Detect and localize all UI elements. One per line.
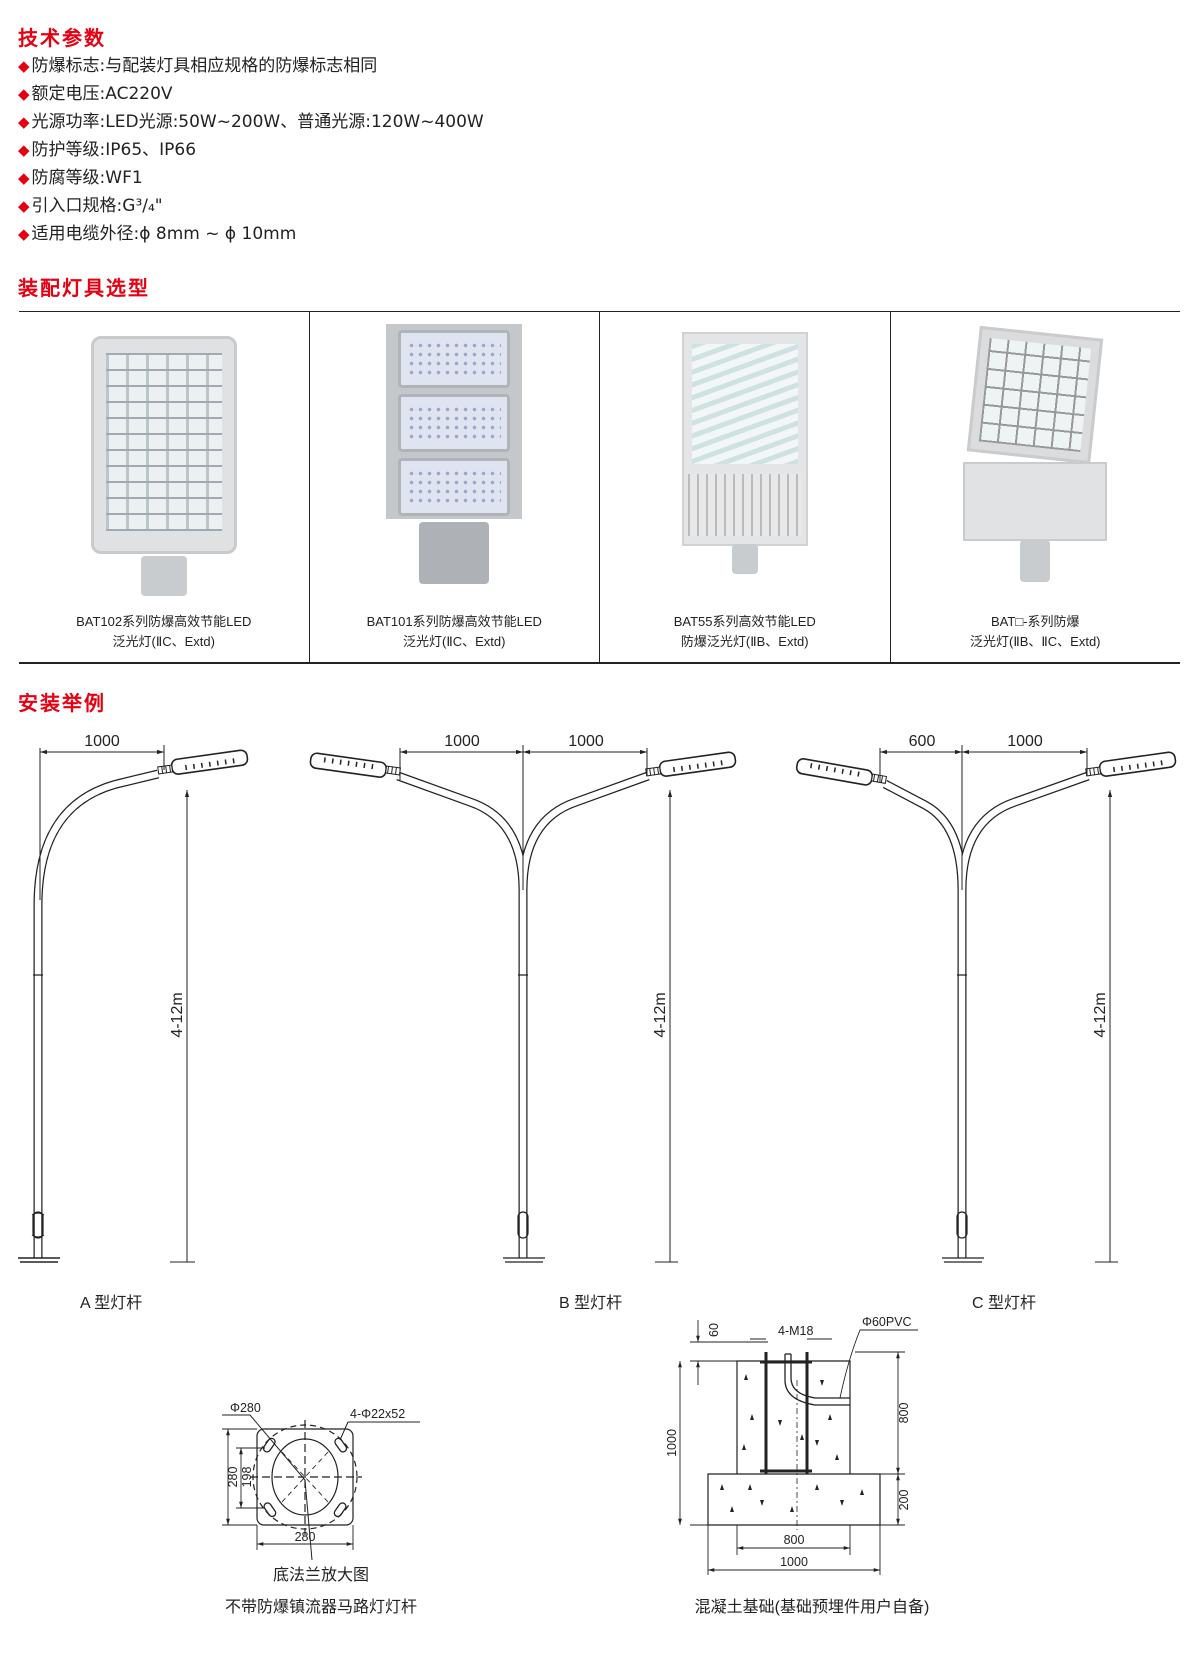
fixture-name: BAT101系列防爆高效节能LED: [366, 614, 542, 629]
fixture-name: BAT□-系列防爆: [991, 614, 1080, 629]
foundation-total-height: 1000: [665, 1429, 679, 1457]
concrete-foundation-drawing: [678, 1320, 918, 1575]
pole-b-label: B 型灯杆: [559, 1294, 622, 1312]
pole-c-left-arm: 600: [909, 733, 936, 750]
fixture-table: BAT102系列防爆高效节能LED 泛光灯(ⅡC、Extd) BAT101系列防爆…: [19, 311, 1180, 664]
pole-c-height: 4-12m: [1092, 992, 1109, 1037]
diamond-bullet-icon: ◆: [18, 225, 30, 243]
pole-b-left-arm: 1000: [444, 733, 480, 750]
diamond-bullet-icon: ◆: [18, 113, 30, 131]
spec-item: ◆光源功率:LED光源:50W~200W、普通光源:120W~400W: [18, 112, 484, 132]
foundation-top-dimension: 60: [707, 1323, 721, 1337]
flange-diameter: Φ280: [230, 1401, 261, 1415]
diamond-bullet-icon: ◆: [18, 57, 30, 75]
fixture-name: BAT102系列防爆高效节能LED: [76, 614, 252, 629]
bat55-lamp-image: [681, 332, 808, 546]
fixture-name: BAT55系列高效节能LED: [673, 614, 816, 629]
pole-a-drawing: [18, 745, 250, 1263]
diamond-bullet-icon: ◆: [18, 85, 30, 103]
pole-a-height: 4-12m: [169, 992, 186, 1037]
pole-b-right-arm: 1000: [568, 733, 604, 750]
flange-holes: 4-Φ22x52: [350, 1407, 405, 1421]
spec-item: ◆防爆标志:与配装灯具相应规格的防爆标志相同: [18, 56, 378, 76]
flange-width: 280: [295, 1530, 316, 1544]
base-flange-drawing: [222, 1414, 420, 1561]
section-title-specs: 技术参数: [18, 26, 106, 50]
fixture-cell: BAT102系列防爆高效节能LED 泛光灯(ⅡC、Extd): [19, 312, 310, 662]
spec-item: ◆防护等级:IP65、IP66: [18, 140, 197, 160]
spec-item: ◆适用电缆外径:ϕ 8mm ~ ϕ 10mm: [18, 224, 297, 244]
pole-caption: 不带防爆镇流器马路灯灯杆: [225, 1597, 417, 1616]
pole-a-arm-dimension: 1000: [84, 733, 120, 750]
bat102-lamp-image: [90, 336, 237, 554]
pole-c-drawing: [794, 745, 1178, 1263]
pole-b-drawing: [308, 745, 738, 1263]
foundation-upper-height: 800: [897, 1403, 911, 1424]
spec-item: ◆额定电压:AC220V: [18, 84, 173, 104]
diamond-bullet-icon: ◆: [18, 197, 30, 215]
foundation-base-height: 200: [897, 1490, 911, 1511]
diamond-bullet-icon: ◆: [18, 141, 30, 159]
foundation-pipe: Φ60PVC: [862, 1315, 912, 1329]
flange-inner: 198: [240, 1467, 254, 1488]
pole-a-label: A 型灯杆: [80, 1294, 142, 1312]
flange-height: 280: [226, 1467, 240, 1488]
section-title-install: 安装举例: [18, 691, 106, 715]
flange-caption: 底法兰放大图: [273, 1566, 369, 1584]
fixture-rating: 泛光灯(ⅡC、Extd): [112, 634, 215, 649]
fixture-cell: BAT□-系列防爆泛光灯(ⅡB、ⅡC、Extd): [891, 312, 1181, 662]
fixture-rating: 泛光灯(ⅡB、ⅡC、Extd): [969, 634, 1101, 649]
fixture-cell: BAT101系列防爆高效节能LED 泛光灯(ⅡC、Extd): [310, 312, 600, 662]
foundation-upper-width: 800: [784, 1533, 805, 1547]
bat101-lamp-image: [386, 324, 523, 519]
foundation-base-width: 1000: [780, 1555, 808, 1569]
foundation-bolts: 4-M18: [778, 1324, 813, 1338]
foundation-caption: 混凝土基础(基础预埋件用户自备): [695, 1598, 930, 1616]
diamond-bullet-icon: ◆: [18, 169, 30, 187]
fixture-rating: 防爆泛光灯(ⅡB、Extd): [680, 634, 809, 649]
pole-c-right-arm: 1000: [1007, 733, 1043, 750]
section-title-fixtures: 装配灯具选型: [18, 276, 150, 300]
spec-item: ◆引入口规格:G³/₄": [18, 196, 163, 216]
fixture-rating: 泛光灯(ⅡC、Extd): [403, 634, 506, 649]
fixture-cell: BAT55系列高效节能LED 防爆泛光灯(ⅡB、Extd): [600, 312, 891, 662]
pole-b-height: 4-12m: [652, 992, 669, 1037]
spec-item: ◆防腐等级:WF1: [18, 168, 143, 188]
pole-c-label: C 型灯杆: [972, 1294, 1036, 1312]
